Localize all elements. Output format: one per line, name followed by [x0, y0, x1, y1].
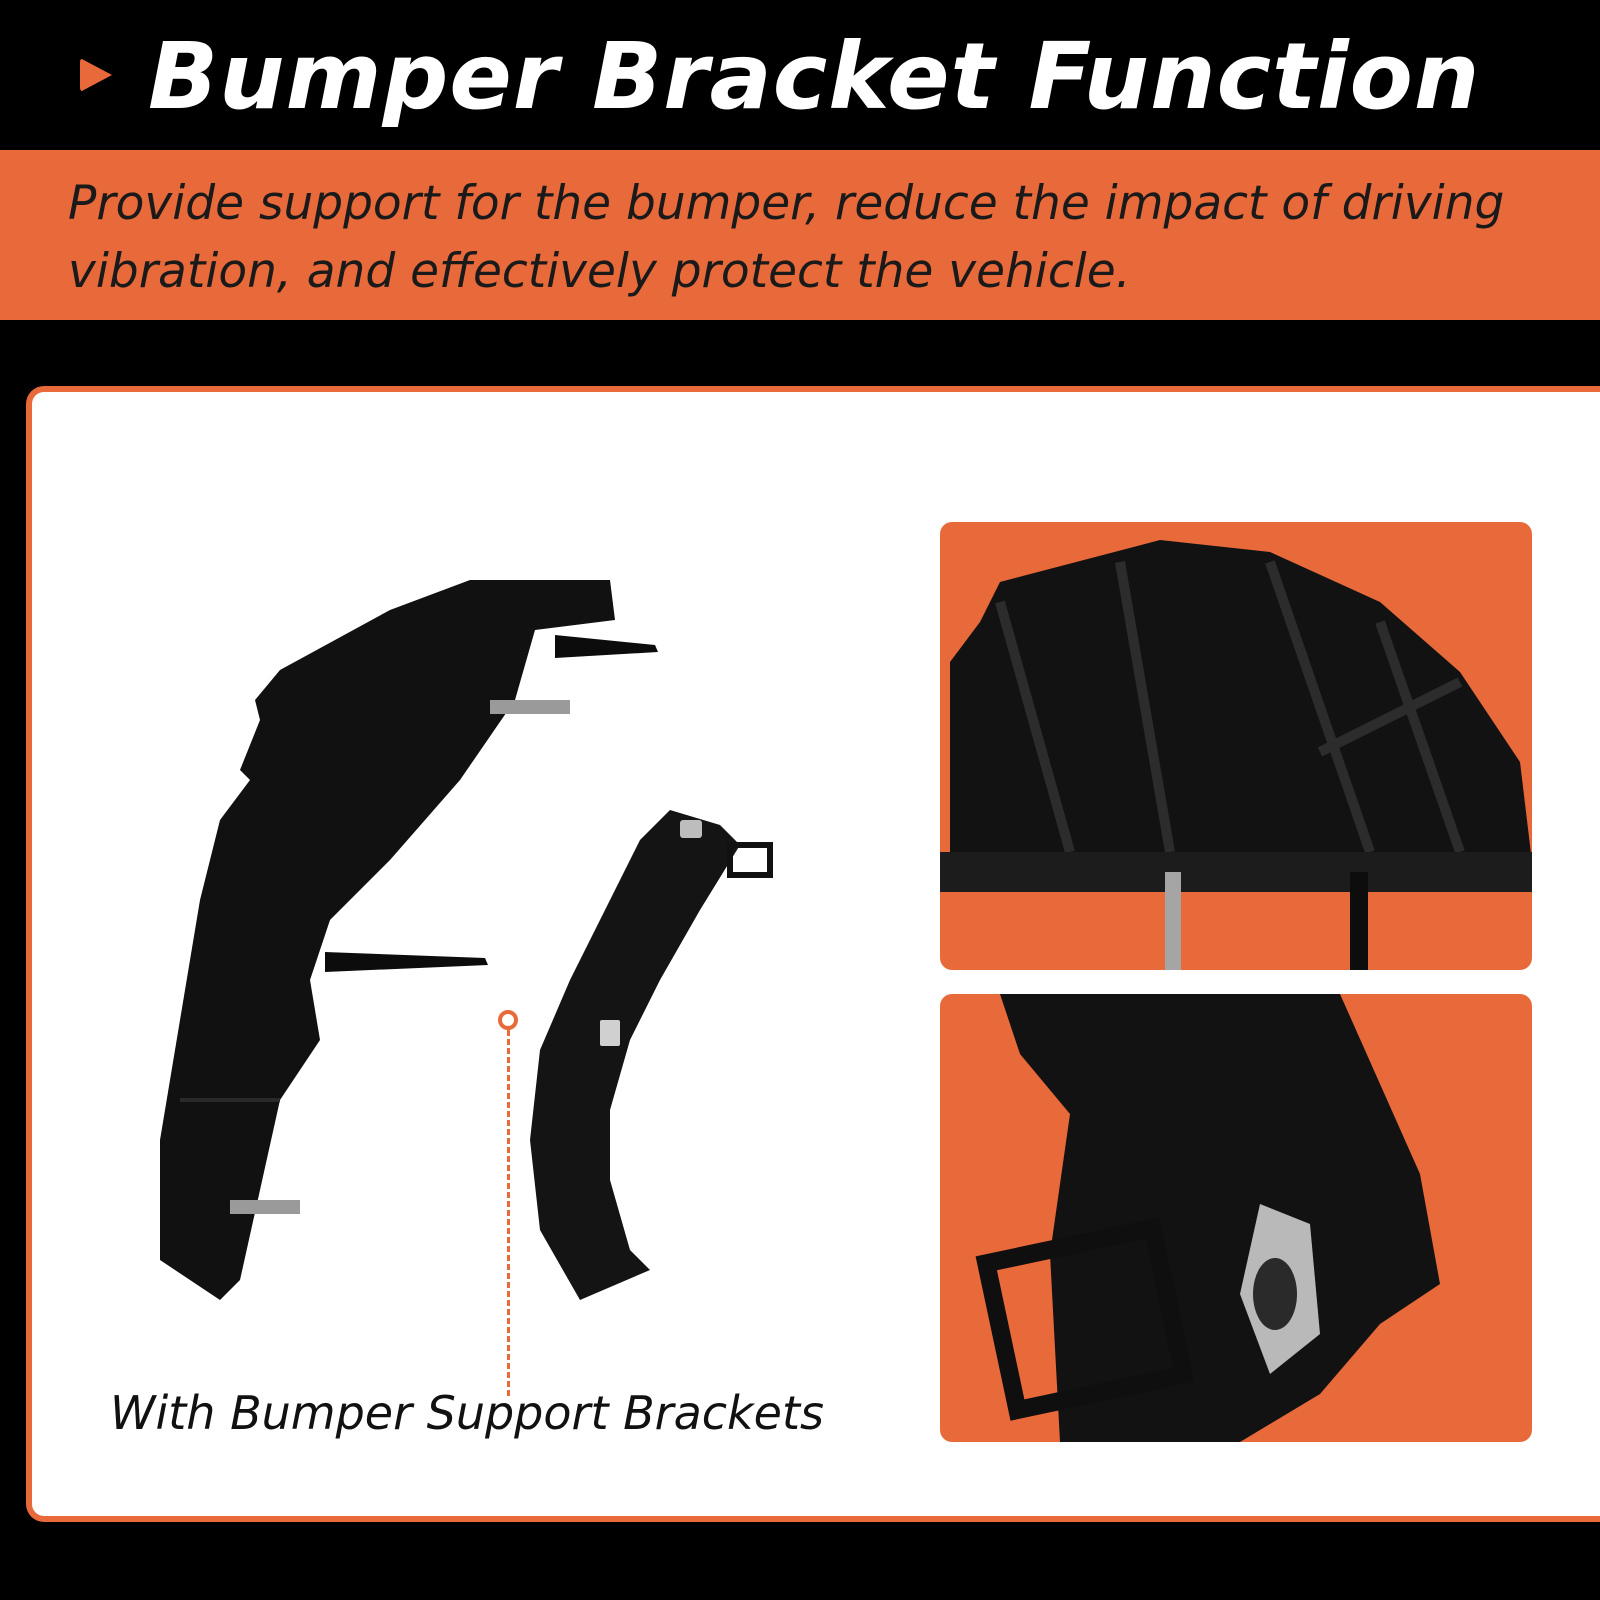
play-triangle-icon: [80, 58, 112, 92]
clip-photo: [975, 994, 1440, 1442]
large-bracket: [160, 580, 658, 1300]
rib-structure-photo: [940, 540, 1532, 970]
description-band: Provide support for the bumper, reduce t…: [0, 150, 1600, 320]
detail-image-rib-structure: [940, 522, 1532, 970]
bracket-product-image: [160, 580, 773, 1300]
product-caption: With Bumper Support Brackets: [110, 1386, 824, 1440]
detail-image-clip: [940, 994, 1532, 1442]
callout-line: [507, 1030, 510, 1396]
page-title: Bumper Bracket Function: [148, 23, 1481, 130]
header: Bumper Bracket Function: [0, 0, 1600, 150]
callout-dot: [498, 1010, 518, 1030]
description-text: Provide support for the bumper, reduce t…: [68, 176, 1505, 299]
small-bracket: [530, 810, 773, 1300]
